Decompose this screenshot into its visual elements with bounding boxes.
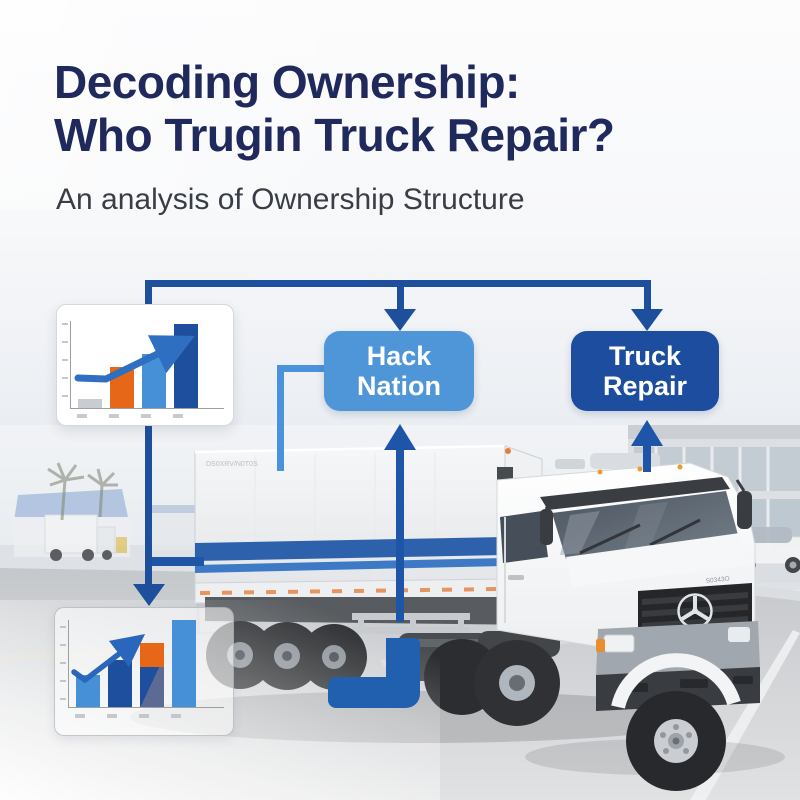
down-arrowhead-mid	[384, 309, 416, 331]
bar	[78, 399, 102, 408]
bar	[142, 354, 166, 408]
bar-group	[76, 620, 224, 707]
door-handle	[508, 575, 524, 580]
bar	[110, 367, 134, 408]
trailer-stripe-dark	[195, 537, 505, 561]
up-arrow-right-shaft	[643, 446, 651, 472]
up-arrowhead-right	[631, 420, 663, 446]
headlight-right	[728, 627, 750, 642]
left-mirror	[540, 509, 553, 545]
node-truck-repair: Truck Repair	[571, 331, 719, 411]
side-window	[500, 511, 548, 563]
bar	[140, 642, 164, 707]
sun-visor	[540, 477, 730, 510]
down-arrowhead-right	[631, 309, 663, 331]
node-label-line: Truck	[608, 341, 682, 371]
x-axis-tick-labels	[75, 714, 181, 718]
front-fender	[611, 653, 741, 709]
y-axis-ticks	[62, 323, 68, 397]
chart-plot-area	[68, 620, 224, 708]
bar	[76, 674, 100, 707]
bar	[172, 620, 196, 707]
bar-group	[78, 321, 224, 408]
hack-nation-left-connector-h	[277, 365, 325, 372]
arrow-stripe-blend	[148, 557, 204, 566]
down-arrowhead-left	[133, 584, 165, 606]
title-line-2: Who Trugin Truck Repair?	[54, 109, 615, 161]
turn-indicator	[596, 639, 605, 652]
bumper	[596, 621, 760, 677]
mid-drop-line	[397, 280, 404, 312]
door-marking: S0343O	[705, 576, 729, 585]
mercedes-star-logo	[677, 593, 713, 629]
hack-nation-left-connector-v	[277, 365, 284, 471]
cab: S0343O	[496, 453, 760, 791]
up-arrowhead-mid	[384, 424, 416, 450]
node-label-line: Hack	[366, 341, 432, 371]
up-arrow-mid-shaft	[396, 450, 404, 622]
drive-wheels	[424, 639, 560, 726]
right-mirror	[737, 491, 752, 529]
title-line-1: Decoding Ownership:	[54, 56, 520, 108]
y-axis-ticks	[60, 626, 66, 700]
node-label-line: Repair	[602, 371, 688, 401]
page-subtitle: An analysis of Ownership Structure	[56, 183, 525, 216]
right-drop-line	[644, 280, 651, 312]
steer-wheel	[626, 691, 726, 791]
elbow-block-horizontal	[328, 677, 402, 708]
left-drop-line	[145, 280, 152, 586]
mini-chart-card-top	[56, 304, 234, 426]
bar	[108, 660, 132, 707]
x-axis-tick-labels	[77, 414, 183, 418]
node-label-line: Nation	[357, 371, 441, 401]
bar-segment	[140, 667, 164, 707]
bar-segment	[140, 642, 164, 668]
page-title: Decoding Ownership: Who Trugin Truck Rep…	[54, 56, 615, 162]
mini-chart-card-bottom	[54, 607, 234, 736]
node-hack-nation: Hack Nation	[324, 331, 474, 411]
bar	[174, 324, 198, 408]
trailer-stripe-light	[195, 558, 505, 573]
trailer-marking: DS0XRV/N0T0S	[206, 461, 258, 468]
chart-plot-area	[70, 321, 224, 409]
windshield	[552, 491, 738, 559]
